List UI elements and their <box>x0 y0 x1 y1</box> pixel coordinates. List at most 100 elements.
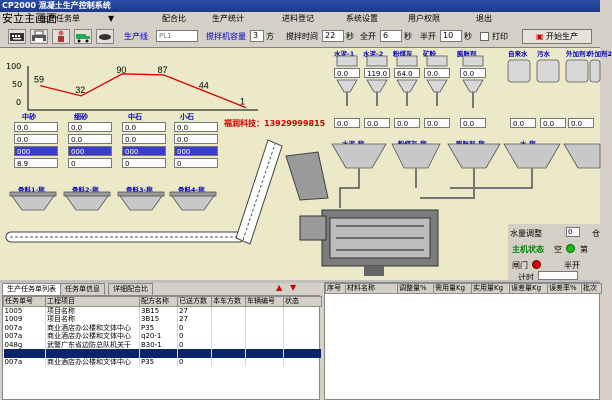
aggregate-bin-value: 0.0 <box>174 122 218 132</box>
arrow-down-icon[interactable]: ▼ <box>290 283 297 292</box>
column-header[interactable]: 任务单号 <box>3 296 46 307</box>
toolbar: 生产线 PL1 搅拌机容量 3 方 搅拌时间 22 秒 全开 6 秒 半开 10… <box>0 26 600 48</box>
column-header[interactable]: 车辆编号 <box>245 296 284 307</box>
aggregate-bin-value: 000 <box>68 146 112 156</box>
silo-scale-value: 0.0 <box>364 118 390 128</box>
arrow-up-icon[interactable]: ▲ <box>276 283 283 292</box>
column-header[interactable]: 批次 <box>581 283 602 294</box>
table-cell: 3B15 <box>139 306 178 315</box>
full-open-label: 全开 <box>360 32 376 41</box>
silo-label: 外加剂1 <box>566 50 591 58</box>
column-header[interactable]: 序号 <box>325 283 346 294</box>
column-header[interactable]: 材料名称 <box>345 283 398 294</box>
column-header[interactable]: 需用量Kg <box>433 283 472 294</box>
column-header[interactable]: 工程项目 <box>45 296 140 307</box>
table-cell <box>177 349 212 358</box>
trend-value-label: 87 <box>158 65 168 75</box>
table-cell: 商业酒店办公楼和文体中心 <box>45 357 140 366</box>
separator <box>0 280 600 283</box>
aggregate-bin-value: 0.0 <box>14 122 58 132</box>
column-header[interactable]: 本车方数 <box>211 296 246 307</box>
aggregate-bin-value: 0.0 <box>122 134 166 144</box>
half-open-field[interactable]: 10 <box>440 30 462 42</box>
table-cell: q20-1 <box>139 332 178 341</box>
mix-time-label: 搅拌时间 <box>286 32 318 41</box>
column-header[interactable]: 配方名称 <box>139 296 178 307</box>
aggregate-bin-value: 0.0 <box>68 134 112 144</box>
silo-scale-value: 0.0 <box>334 118 360 128</box>
water-adjust-field[interactable]: 0 <box>566 227 580 237</box>
tab-task-list[interactable]: 生产任务单列表 <box>2 283 61 295</box>
menu-exit[interactable]: 退出 <box>476 14 492 23</box>
silo-value: 64.0 <box>394 68 420 78</box>
silo-label: 自来水 <box>508 50 528 58</box>
menu-user-permissions[interactable]: 用户权限 <box>408 14 440 23</box>
production-line-field[interactable]: PL1 <box>156 30 198 42</box>
table-cell <box>283 315 322 324</box>
column-header[interactable]: 调整量% <box>397 283 434 294</box>
horizontal-conveyor <box>5 231 245 243</box>
column-header[interactable]: 实用量Kg <box>471 283 510 294</box>
start-production-button[interactable]: ▣ 开始生产 <box>522 29 592 44</box>
silo-label: 水泥-1 <box>334 50 355 58</box>
silo-scale-value: 0.0 <box>394 118 420 128</box>
silo-value: 0.0 <box>460 68 486 78</box>
table-cell <box>245 323 284 332</box>
tab-mix-detail[interactable]: 详细配合比 <box>108 283 153 295</box>
conveyor-icon[interactable] <box>96 29 114 44</box>
table-cell <box>245 357 284 366</box>
gate-half-open: 半开 <box>564 261 580 270</box>
menu-task-order[interactable]: 生产任务单 <box>40 14 80 23</box>
silo-scale-value: 0.0 <box>460 118 486 128</box>
trend-value-label: 1 <box>240 97 245 107</box>
scale-hoppers <box>331 143 601 169</box>
print-checkbox[interactable] <box>480 32 489 41</box>
silo-label: 外加剂2 <box>588 50 612 58</box>
menu-material-receipt[interactable]: 进料登记 <box>282 14 314 23</box>
table-cell <box>283 357 322 366</box>
table-cell: 武警广东省边防总队机关干 <box>45 340 140 349</box>
mixer-capacity-unit: 方 <box>266 32 274 41</box>
table-cell <box>245 349 284 358</box>
truck-icon[interactable] <box>74 29 92 44</box>
column-header[interactable]: 已送方数 <box>177 296 212 307</box>
table-cell: 1009 <box>3 315 46 324</box>
menu-production-stats[interactable]: 生产统计 <box>212 14 244 23</box>
table-cell: 商业酒店办公楼和文体中心 <box>45 323 140 332</box>
aggregate-bin-value: 000 <box>14 146 58 156</box>
menu-mix-ratio[interactable]: 配合比 <box>162 14 186 23</box>
aggregate-bin-value: 0.0 <box>174 134 218 144</box>
trend-axis <box>27 66 258 111</box>
tab-task-info[interactable]: 任务单信息 <box>60 283 105 295</box>
table-cell <box>245 340 284 349</box>
aggregate-bin-value: 0.0 <box>68 122 112 132</box>
full-open-field[interactable]: 6 <box>380 30 402 42</box>
mixer-capacity-field[interactable]: 3 <box>250 30 264 42</box>
column-header[interactable]: 误差量Kg <box>509 283 548 294</box>
table-cell <box>283 306 322 315</box>
timer-label: 计时 <box>518 273 534 282</box>
table-cell: B30-1 <box>139 340 178 349</box>
table-cell <box>211 306 246 315</box>
printer-icon[interactable] <box>30 29 48 44</box>
silo-label: 污水 <box>537 50 550 58</box>
table-cell <box>245 315 284 324</box>
column-header[interactable]: 误差率% <box>547 283 582 294</box>
mix-time-field[interactable]: 22 <box>322 30 344 42</box>
trend-value-label: 59 <box>34 75 44 85</box>
column-header[interactable]: 状态 <box>283 296 322 307</box>
table-row[interactable] <box>3 349 322 358</box>
aggregate-bin-value: 000 <box>122 146 166 156</box>
worker-icon[interactable] <box>52 29 70 44</box>
keyboard-icon[interactable] <box>8 29 26 44</box>
menu-system-settings[interactable]: 系统设置 <box>346 14 378 23</box>
mixer-capacity-label: 搅拌机容量 <box>206 32 246 41</box>
